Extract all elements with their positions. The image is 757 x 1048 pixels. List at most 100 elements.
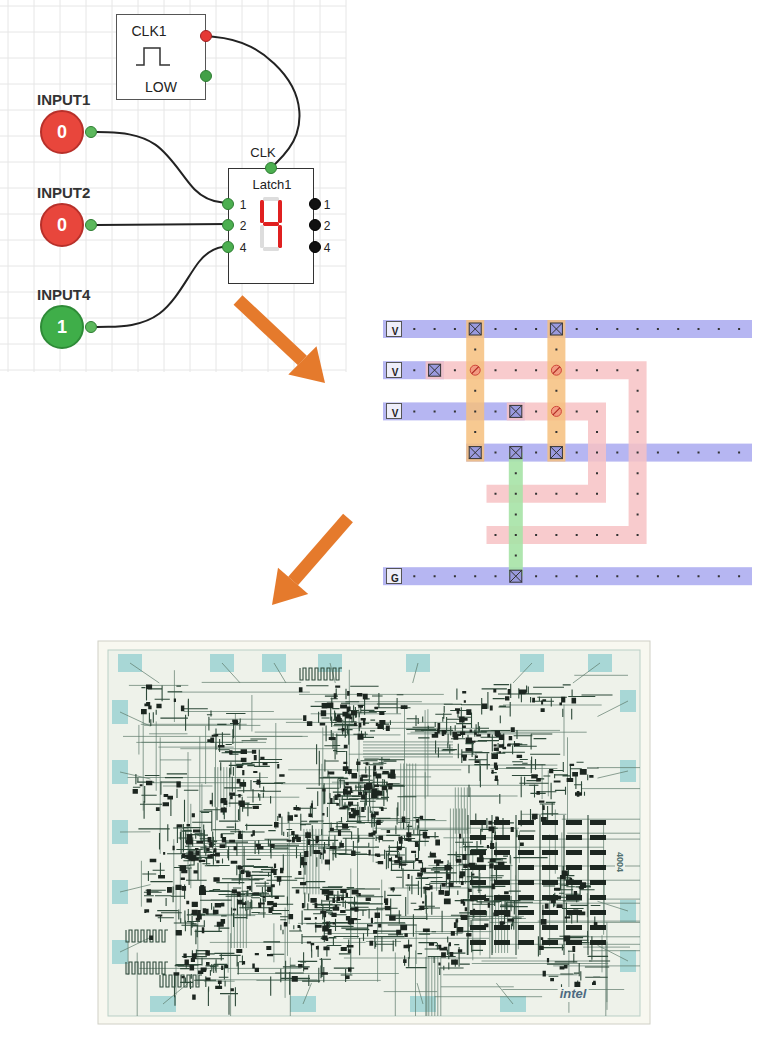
input-value: 0 xyxy=(57,215,67,236)
connector-wire xyxy=(97,246,228,327)
clock-pin xyxy=(265,162,277,174)
latch-box: CLKLatch1124124 xyxy=(228,168,314,284)
input-pin xyxy=(222,198,234,210)
output-dot xyxy=(200,70,212,82)
output-dot xyxy=(85,126,97,138)
via-cross xyxy=(469,447,481,459)
chip-die-photo xyxy=(98,641,745,1048)
display-segment xyxy=(263,197,279,201)
via-symbol xyxy=(510,405,522,417)
gate-slash xyxy=(553,367,560,374)
via-box xyxy=(469,447,481,459)
arrow-head xyxy=(272,568,308,605)
via-symbol xyxy=(550,447,562,459)
arrow-head xyxy=(288,346,325,383)
input-name: INPUT4 xyxy=(37,286,90,303)
photo-frame xyxy=(98,641,650,1024)
via-box xyxy=(550,323,562,335)
rail-name: V xyxy=(392,326,399,338)
via-cross xyxy=(429,364,441,376)
output-dot xyxy=(200,30,212,42)
gate-slash xyxy=(472,367,479,374)
metal-rail xyxy=(383,567,752,585)
gate-symbol xyxy=(551,406,561,416)
display-segment xyxy=(260,200,264,223)
supply-terminal: V xyxy=(386,362,402,378)
transistor-block xyxy=(133,684,606,999)
seven-segment-display xyxy=(259,196,283,252)
component-name: CLK1 xyxy=(131,23,166,39)
via-box xyxy=(550,447,562,459)
pulse-waveform xyxy=(136,48,170,65)
output-pin xyxy=(309,241,321,253)
canvas-grid xyxy=(0,0,346,372)
input-pin xyxy=(222,219,234,231)
chip-marking: 4004 xyxy=(615,850,625,874)
display-segment xyxy=(278,200,282,223)
input-value: 1 xyxy=(57,317,67,338)
metal-route xyxy=(120,663,640,1016)
via-symbol xyxy=(469,323,481,335)
output-dot xyxy=(85,321,97,333)
circuit-trace xyxy=(126,668,613,1015)
arrow-shaft xyxy=(293,518,348,581)
metal-rail xyxy=(383,320,752,338)
via-cross xyxy=(510,447,522,459)
gate-circle xyxy=(551,406,561,416)
layout-grid xyxy=(383,320,752,585)
die-circuitry xyxy=(112,654,640,1016)
arrow-shaft xyxy=(238,300,302,360)
input-switch: INPUT10 xyxy=(40,110,97,154)
via-box xyxy=(429,364,441,376)
via-symbol xyxy=(429,364,441,376)
display-segment xyxy=(260,225,264,248)
display-segment xyxy=(278,225,282,248)
connector-wire xyxy=(97,132,228,203)
rail-name: V xyxy=(392,408,399,420)
pulse-icon xyxy=(135,45,171,67)
display-segment xyxy=(263,222,279,226)
via-cross xyxy=(510,570,522,582)
connector-wire xyxy=(206,36,300,168)
via-cross xyxy=(550,447,562,459)
pin-number: 4 xyxy=(324,242,331,256)
connector-wire xyxy=(97,224,228,225)
pin-number: 1 xyxy=(324,199,331,213)
gate-slash xyxy=(553,408,560,415)
input-name: INPUT2 xyxy=(37,184,90,201)
via-cross xyxy=(469,323,481,335)
chip-logo: intel xyxy=(558,987,589,1002)
input-pin xyxy=(222,241,234,253)
clock-source-box: CLK1LOW xyxy=(116,14,206,100)
via-box xyxy=(510,405,522,417)
clock-state: LOW xyxy=(145,79,177,95)
input-switch: INPUT20 xyxy=(40,203,97,247)
via-cross xyxy=(550,323,562,335)
via-symbol xyxy=(550,323,562,335)
input-switch: INPUT41 xyxy=(40,305,97,349)
pin-name: CLK xyxy=(250,146,275,161)
pin-number: 1 xyxy=(240,199,247,213)
component-name: Latch1 xyxy=(252,178,291,193)
via-box xyxy=(510,570,522,582)
pin-number: 2 xyxy=(324,220,331,234)
via-symbol xyxy=(469,447,481,459)
via-box xyxy=(510,447,522,459)
via-box xyxy=(469,323,481,335)
supply-terminal: V xyxy=(386,321,402,337)
pin-number: 4 xyxy=(240,242,247,256)
gate-circle xyxy=(470,365,480,375)
via-cross xyxy=(510,405,522,417)
via-symbol xyxy=(510,570,522,582)
gate-circle xyxy=(551,365,561,375)
supply-terminal: V xyxy=(386,403,402,419)
flow-arrow xyxy=(238,300,325,383)
pin-number: 2 xyxy=(240,220,247,234)
flow-arrow xyxy=(272,518,348,605)
gate-symbol xyxy=(551,365,561,375)
input-name: INPUT1 xyxy=(37,91,90,108)
gate-symbol xyxy=(470,365,480,375)
